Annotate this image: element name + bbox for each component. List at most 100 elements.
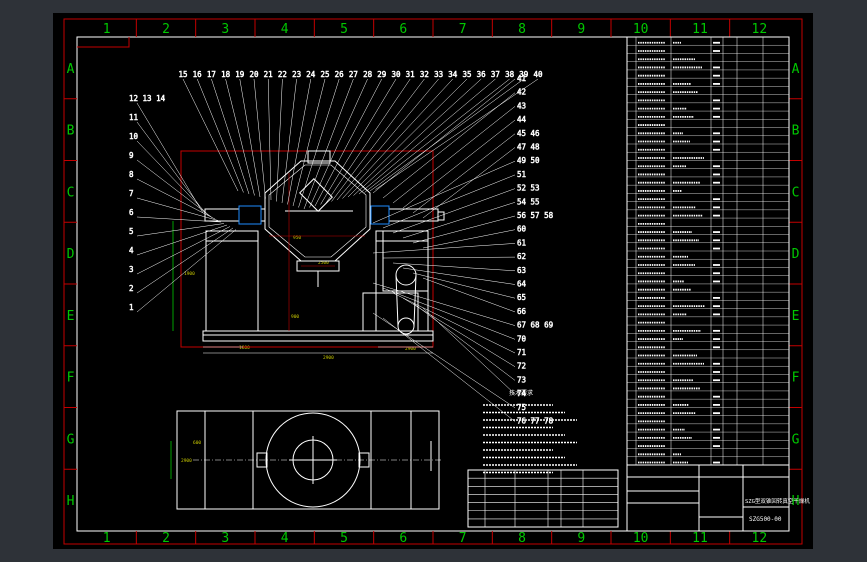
part-number: 2 [129, 284, 134, 293]
row-label-right: A [792, 62, 800, 77]
part-number: 30 [391, 70, 401, 79]
part-number: 62 [517, 252, 526, 261]
part-number: 74 [517, 389, 527, 398]
row-label-left: C [67, 185, 75, 200]
part-number: 27 [349, 70, 358, 79]
left-bearing [238, 205, 262, 225]
part-number: 40 [533, 70, 543, 79]
dimension-value: 1800 [239, 345, 250, 351]
part-number: 49 50 [517, 156, 540, 165]
part-number: 42 [517, 88, 526, 97]
column-label-bottom: 12 [752, 531, 768, 546]
part-number: 44 [517, 115, 527, 124]
part-number: 19 [235, 70, 244, 79]
part-number: 31 [406, 70, 415, 79]
row-label-left: E [67, 309, 75, 324]
motor-frame [362, 292, 419, 332]
row-label-left: G [67, 432, 75, 447]
part-number: 71 [517, 348, 526, 357]
part-number: 36 [477, 70, 487, 79]
part-number: 70 [517, 334, 527, 343]
part-number: 73 [517, 375, 526, 384]
part-number: 25 [320, 70, 329, 79]
top-view [170, 410, 443, 510]
front-view [172, 150, 445, 354]
part-number: 17 [207, 70, 216, 79]
part-number: 60 [517, 225, 527, 234]
part-number: 9 [129, 151, 134, 160]
row-label-left: A [67, 62, 75, 77]
column-label-top: 1 [103, 22, 111, 37]
column-label-bottom: 2 [162, 531, 170, 546]
parts-list-small [467, 469, 619, 528]
drawing-number: SZG500-00 [749, 516, 782, 523]
column-label-top: 12 [752, 22, 768, 37]
column-label-top: 2 [162, 22, 170, 37]
part-number: 29 [377, 70, 386, 79]
part-number: 37 [491, 70, 500, 79]
row-label-left: F [67, 371, 75, 386]
part-number: 32 [420, 70, 429, 79]
part-number: 76 77 78 [517, 417, 554, 426]
right-bearing [370, 205, 390, 225]
right-pedestal [375, 230, 429, 332]
part-number: 5 [129, 227, 134, 236]
dimension-value: 2900 [405, 346, 416, 352]
part-number: 63 [517, 266, 526, 275]
column-label-top: 6 [399, 22, 407, 37]
part-number: 1 [129, 303, 134, 312]
column-label-top: 5 [340, 22, 348, 37]
part-number: 8 [129, 170, 134, 179]
dimension-value: 1900 [184, 271, 195, 277]
row-label-right: E [792, 309, 800, 324]
part-number: 47 48 [517, 143, 540, 152]
part-number: 12 13 14 [129, 94, 166, 103]
part-number: 38 [505, 70, 515, 79]
column-label-bottom: 9 [577, 531, 585, 546]
part-number: 75 [517, 403, 526, 412]
part-number: 6 [129, 208, 134, 217]
row-label-right: G [792, 432, 800, 447]
left-shaft [204, 208, 266, 222]
part-number: 35 [462, 70, 471, 79]
part-number: 45 46 [517, 129, 540, 138]
part-number: 21 [264, 70, 273, 79]
dimension-value: 600 [193, 440, 201, 446]
part-number: 22 [278, 70, 287, 79]
part-number: 33 [434, 70, 443, 79]
column-label-top: 7 [459, 22, 467, 37]
notes-title: 技术要求 [509, 389, 533, 397]
part-number: 26 [335, 70, 345, 79]
part-number: 15 [178, 70, 187, 79]
part-number: 4 [129, 246, 134, 255]
part-number: 41 [517, 74, 526, 83]
column-label-bottom: 11 [692, 531, 708, 546]
column-label-top: 8 [518, 22, 526, 37]
part-number: 72 [517, 362, 526, 371]
row-label-left: H [67, 494, 75, 509]
part-number: 65 [517, 293, 526, 302]
part-number: 16 [193, 70, 203, 79]
part-number: 20 [249, 70, 259, 79]
part-number: 43 [517, 101, 526, 110]
column-label-bottom: 3 [221, 531, 229, 546]
gear-box [382, 230, 429, 292]
column-label-top: 3 [221, 22, 229, 37]
column-label-bottom: 4 [281, 531, 289, 546]
part-number: 24 [306, 70, 316, 79]
dimension-value: 2500 [318, 260, 329, 266]
base-plate [202, 330, 434, 342]
title-block: SZG型双锥回转真空干燥机 SZG500-00 [626, 464, 810, 532]
part-number: 52 53 [517, 184, 540, 193]
column-label-top: 10 [633, 22, 649, 37]
part-number: 51 [517, 170, 526, 179]
part-number: 7 [129, 189, 134, 198]
column-label-bottom: 10 [633, 531, 649, 546]
part-number: 54 55 [517, 197, 540, 206]
column-label-bottom: 5 [340, 531, 348, 546]
row-label-right: F [792, 371, 800, 386]
column-label-bottom: 7 [459, 531, 467, 546]
part-number: 56 57 58 [517, 211, 554, 220]
left-pedestal [205, 230, 259, 332]
